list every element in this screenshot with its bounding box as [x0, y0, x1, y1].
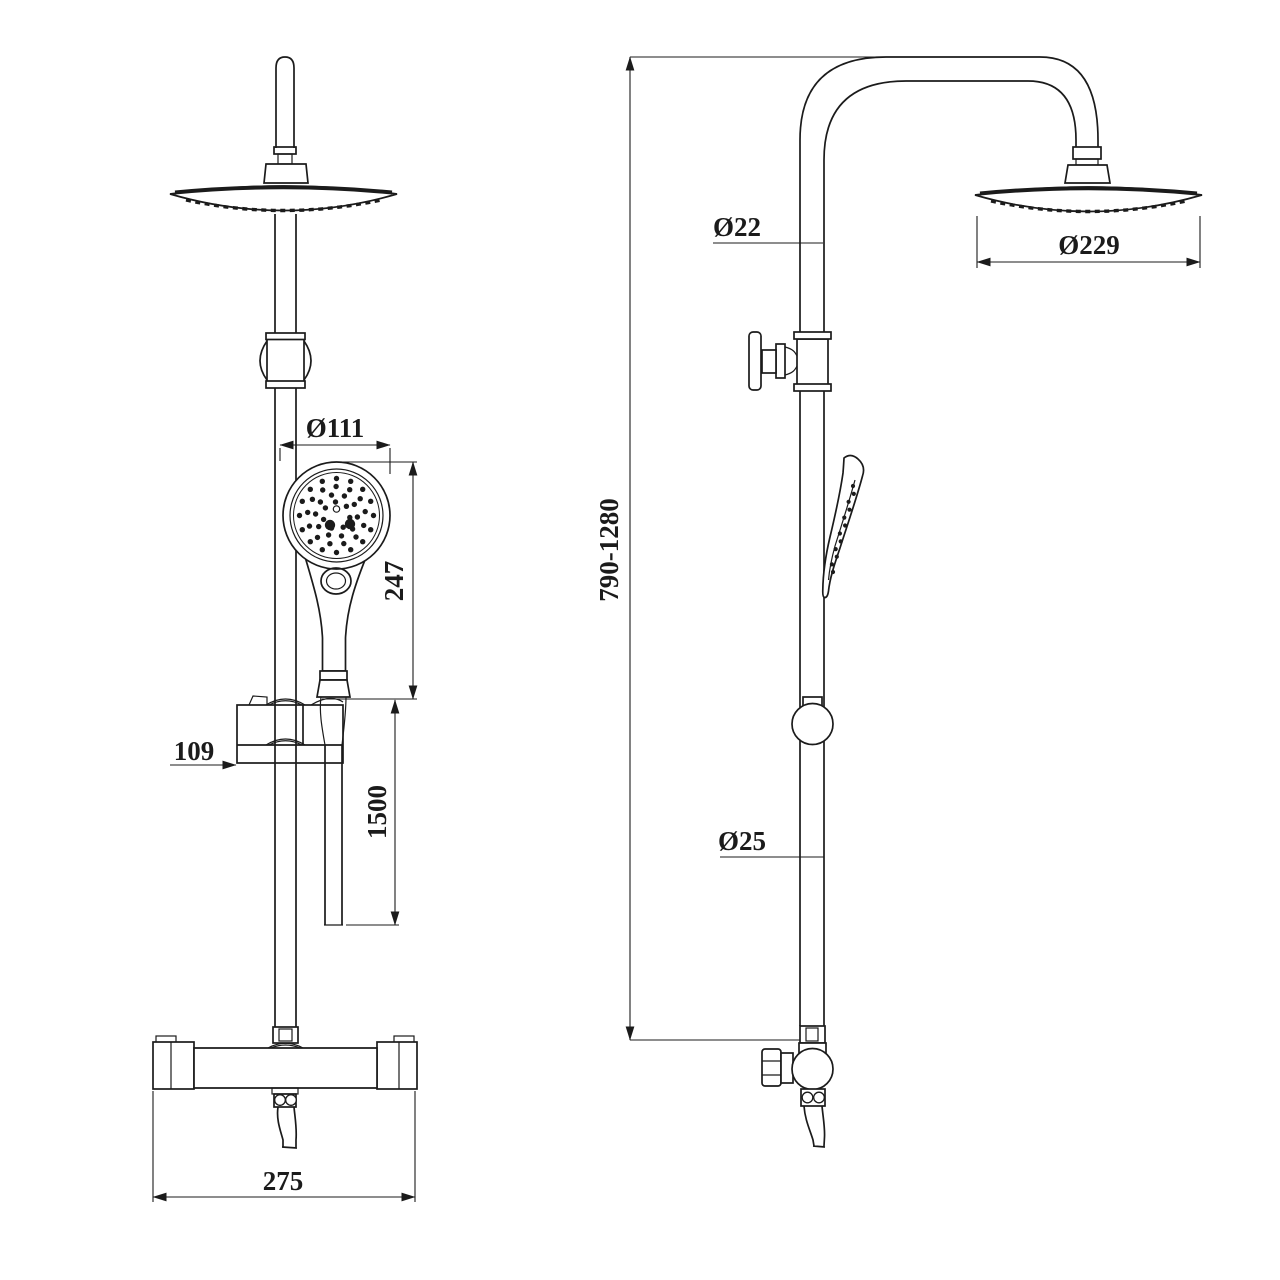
dim-riser-pipe-diameter: Ø25 — [718, 826, 824, 858]
ball-joint-front — [259, 332, 312, 389]
dim-rain-head-diameter-label: Ø229 — [1058, 230, 1120, 260]
slider-holder-side — [791, 696, 834, 746]
dim-hand-shower-diameter-label: Ø111 — [306, 413, 365, 443]
side-view: Ø22 Ø229 Ø25 790-1280 — [594, 56, 1203, 1148]
diverter-knob-side — [748, 331, 832, 392]
dim-riser-height-range-label: 790-1280 — [594, 498, 624, 602]
dim-rain-head-diameter: Ø229 — [976, 216, 1201, 268]
shower-arm-front — [263, 56, 309, 184]
hand-shower-side-nozzles — [829, 483, 856, 575]
dim-mixer-width-label: 275 — [263, 1166, 304, 1196]
dim-arm-pipe-diameter: Ø22 — [713, 212, 823, 244]
dim-hand-shower-length-label: 247 — [379, 561, 409, 602]
rain-shower-head-front — [169, 185, 398, 213]
thermostatic-mixer-front — [152, 1026, 418, 1149]
dim-hand-shower-length: 247 — [322, 461, 418, 700]
dim-holder-width: 109 — [170, 736, 237, 770]
hand-shower-spray-dots — [296, 475, 377, 556]
dim-riser-height-range: 790-1280 — [594, 56, 888, 1041]
diverter-handle — [748, 331, 762, 391]
hand-shower-front — [282, 461, 391, 698]
dim-mixer-width: 275 — [152, 1091, 416, 1202]
rain-shower-head-side — [974, 146, 1203, 214]
dim-holder-width-label: 109 — [174, 736, 215, 766]
mixer-outlet-hose-front — [276, 1106, 298, 1149]
dim-riser-pipe-diameter-label: Ø25 — [718, 826, 766, 856]
dim-arm-pipe-diameter-label: Ø22 — [713, 212, 761, 242]
front-view: Ø111 247 109 1500 275 — [152, 56, 418, 1202]
shower-hose-front — [324, 745, 343, 926]
inlet-nut-side — [761, 1048, 782, 1087]
dim-hose-length-label: 1500 — [362, 785, 392, 839]
outlet-hose-side — [803, 1105, 826, 1148]
dim-hose-length: 1500 — [346, 699, 400, 926]
mixer-valve-side — [761, 1025, 834, 1148]
hand-shower-side — [821, 454, 865, 599]
dim-hand-shower-diameter: Ø111 — [279, 413, 391, 474]
